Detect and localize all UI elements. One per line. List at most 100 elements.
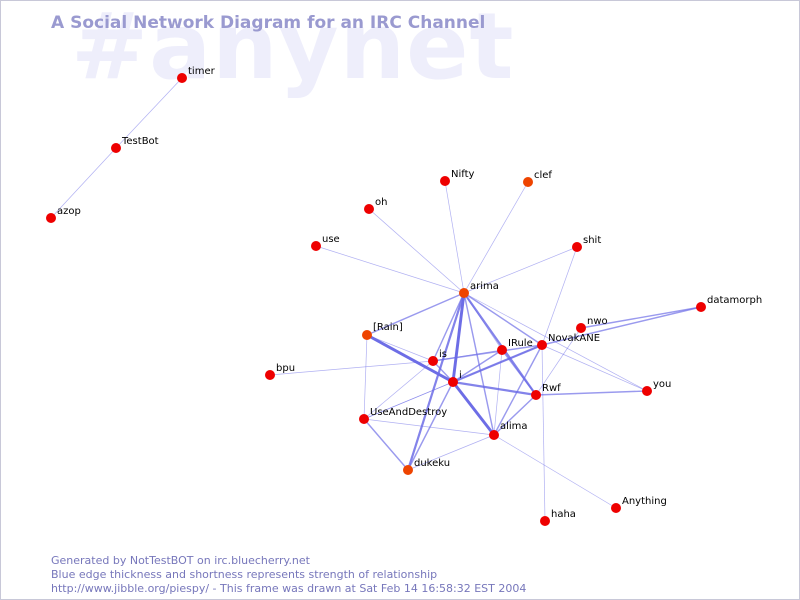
- node-dot[interactable]: [531, 390, 541, 400]
- node-label: i: [459, 370, 462, 381]
- node-label: dukeku: [414, 458, 450, 469]
- node-dot[interactable]: [642, 386, 652, 396]
- diagram-title: A Social Network Diagram for an IRC Chan…: [51, 13, 486, 33]
- node-shit[interactable]: shit: [572, 235, 601, 252]
- node-dot[interactable]: [428, 356, 438, 366]
- edge-arima-clef: [463, 181, 529, 294]
- node-label: [Rain]: [373, 322, 403, 333]
- edge-IRule-is: [432, 349, 503, 362]
- node-azop[interactable]: azop: [46, 206, 81, 223]
- node-datamorph[interactable]: datamorph: [696, 295, 762, 312]
- node-i[interactable]: i: [448, 370, 462, 387]
- node-dot[interactable]: [311, 241, 321, 251]
- node-dot[interactable]: [403, 465, 413, 475]
- node-Nifty[interactable]: Nifty: [440, 169, 475, 186]
- node-alima[interactable]: alima: [489, 421, 528, 440]
- edge-i-dukeku: [407, 381, 454, 471]
- node-NovakANE[interactable]: NovakANE: [537, 333, 600, 350]
- node-dot[interactable]: [362, 330, 372, 340]
- node-dot[interactable]: [364, 204, 374, 214]
- node-bpu[interactable]: bpu: [265, 363, 295, 380]
- node-label: Rwf: [542, 383, 561, 394]
- node-label: TestBot: [121, 136, 159, 147]
- node-label: shit: [583, 235, 601, 246]
- node-arima[interactable]: arima: [459, 281, 499, 298]
- node-dot[interactable]: [359, 414, 369, 424]
- edge-timer-TestBot: [115, 77, 183, 149]
- edge-is-bpu: [269, 360, 434, 376]
- edge-arima-NovakANE: [463, 292, 543, 346]
- node-label: datamorph: [707, 295, 762, 306]
- edge-arima-use: [315, 245, 465, 294]
- node-haha[interactable]: haha: [540, 509, 576, 526]
- node-dot[interactable]: [46, 213, 56, 223]
- node-label: timer: [188, 66, 216, 77]
- node-is[interactable]: is: [428, 349, 447, 366]
- node-oh[interactable]: oh: [364, 197, 387, 214]
- node-dot[interactable]: [611, 503, 621, 513]
- node-dot[interactable]: [696, 302, 706, 312]
- node-label: nwo: [587, 316, 608, 327]
- edge-i-Rain: [366, 333, 454, 384]
- node-dot[interactable]: [440, 176, 450, 186]
- edge-UseAndDestroy-dukeku: [363, 418, 409, 471]
- node-dot[interactable]: [537, 340, 547, 350]
- node-dot[interactable]: [523, 177, 533, 187]
- edge-Rwf-you: [535, 390, 648, 396]
- node-clef[interactable]: clef: [523, 170, 552, 187]
- node-IRule[interactable]: IRule: [497, 338, 533, 355]
- node-label: azop: [57, 206, 81, 217]
- edge-arima-Nifty: [444, 180, 465, 294]
- node-dot[interactable]: [459, 288, 469, 298]
- node-Rain[interactable]: [Rain]: [362, 322, 403, 340]
- node-dot[interactable]: [576, 323, 586, 333]
- edge-arima-dukeku: [406, 292, 466, 471]
- edge-IRule-Rwf: [501, 349, 537, 396]
- edge-Rain-UseAndDestroy: [363, 334, 368, 420]
- edge-arima-shit: [463, 246, 578, 294]
- node-dot[interactable]: [540, 516, 550, 526]
- node-timer[interactable]: timer: [177, 66, 216, 83]
- node-Anything[interactable]: Anything: [611, 496, 667, 513]
- edge-NovakANE-alima: [493, 344, 543, 436]
- node-label: IRule: [508, 338, 533, 349]
- node-Rwf[interactable]: Rwf: [531, 383, 561, 400]
- node-label: haha: [551, 509, 576, 520]
- edge-IRule-alima: [493, 349, 503, 436]
- node-dot[interactable]: [111, 143, 121, 153]
- node-TestBot[interactable]: TestBot: [111, 136, 159, 153]
- edge-Rwf-nwo: [535, 327, 582, 396]
- edge-is-UseAndDestroy: [363, 360, 434, 420]
- edges-layer: [50, 77, 702, 522]
- footer-url-timestamp: http://www.jibble.org/piespy/ - This fra…: [51, 582, 527, 595]
- edge-TestBot-azop: [50, 147, 117, 219]
- node-UseAndDestroy[interactable]: UseAndDestroy: [359, 407, 447, 424]
- node-label: is: [439, 349, 447, 360]
- node-dot[interactable]: [497, 345, 507, 355]
- node-dot[interactable]: [489, 430, 499, 440]
- footer-legend-note: Blue edge thickness and shortness repres…: [51, 568, 438, 581]
- edge-NovakANE-you: [541, 344, 648, 392]
- node-dot[interactable]: [177, 73, 187, 83]
- node-dot[interactable]: [448, 377, 458, 387]
- node-nwo[interactable]: nwo: [576, 316, 608, 333]
- edge-alima-UseAndDestroy: [363, 418, 495, 436]
- node-label: Anything: [622, 496, 667, 507]
- node-dukeku[interactable]: dukeku: [403, 458, 450, 475]
- edge-alima-Anything: [493, 434, 617, 509]
- node-dot[interactable]: [265, 370, 275, 380]
- edge-NovakANE-shit: [541, 246, 578, 346]
- node-dot[interactable]: [572, 242, 582, 252]
- edge-arima-alima: [463, 292, 495, 436]
- edge-NovakANE-haha: [541, 344, 546, 522]
- edge-NovakANE-datamorph: [541, 306, 702, 346]
- node-label: arima: [470, 281, 499, 292]
- node-you[interactable]: you: [642, 379, 671, 396]
- node-label: alima: [500, 421, 528, 432]
- node-use[interactable]: use: [311, 234, 340, 251]
- edge-arima-i: [451, 292, 466, 383]
- edge-alima-dukeku: [407, 434, 495, 471]
